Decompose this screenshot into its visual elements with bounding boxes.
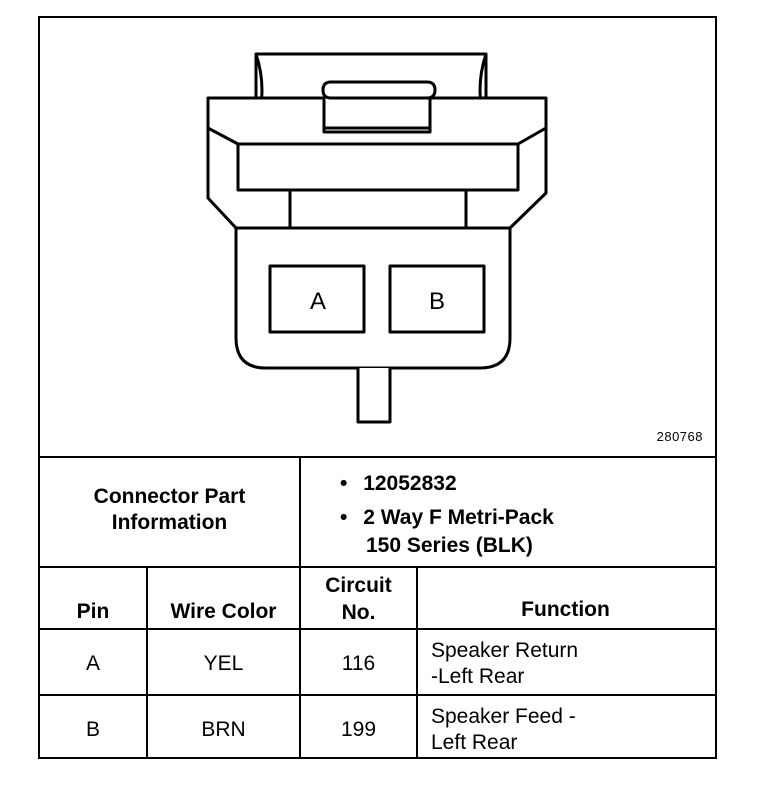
row-a-function-line1: Speaker Return [431,639,579,662]
header-circuit-no: Circuit No. [299,572,418,626]
cavity-label-a: A [310,288,326,315]
header-circuit-line2: No. [341,601,376,624]
row-b-function-line1: Speaker Feed - [431,705,576,728]
cavity-label-b: B [429,288,445,315]
divider-header [40,628,715,630]
divider-row-a [40,694,715,696]
row-b-function: Speaker Feed - Left Rear [431,704,576,756]
col-divider-1 [146,566,148,759]
col-divider-3 [416,566,418,759]
row-b-wire-color: BRN [201,718,246,741]
row-a-wire-color: YEL [203,652,244,675]
header-function: Function [521,598,610,621]
header-circuit-line1: Circuit [325,574,392,597]
connector-type-line1: 2 Way F Metri-Pack [363,506,554,529]
header-pin: Pin [76,600,110,623]
row-a-function: Speaker Return -Left Rear [431,638,578,690]
connector-drawing: A B 280768 [40,18,715,456]
figure-number: 280768 [656,429,703,444]
col-divider-2 [299,566,301,759]
row-a-pin: A [85,652,100,675]
connector-type-item: • 2 Way F Metri-Pack [340,506,554,530]
row-a-function-line2: -Left Rear [431,665,525,688]
row-b-function-line2: Left Rear [431,731,518,754]
header-wire-color: Wire Color [170,600,277,623]
connector-info-frame: A B 280768 Connector Part Information • … [38,16,717,759]
row-b-circuit: 199 [340,718,377,741]
part-number: 12052832 [363,472,457,495]
row-a-circuit: 116 [341,652,376,675]
part-number-item: • 12052832 [340,472,457,496]
part-info-label-line2: Information [111,511,228,534]
row-b-pin: B [85,718,100,741]
divider-part-info [299,456,301,566]
connector-type-line2: 150 Series (BLK) [366,534,533,557]
part-info-label: Connector Part Information [40,484,299,536]
bullet: • [340,506,348,529]
bullet: • [340,472,348,495]
part-info-label-line1: Connector Part [93,485,246,508]
divider-drawing [40,456,715,458]
divider-part-info-bottom [40,566,715,568]
connector-illustration: A B [206,52,548,424]
